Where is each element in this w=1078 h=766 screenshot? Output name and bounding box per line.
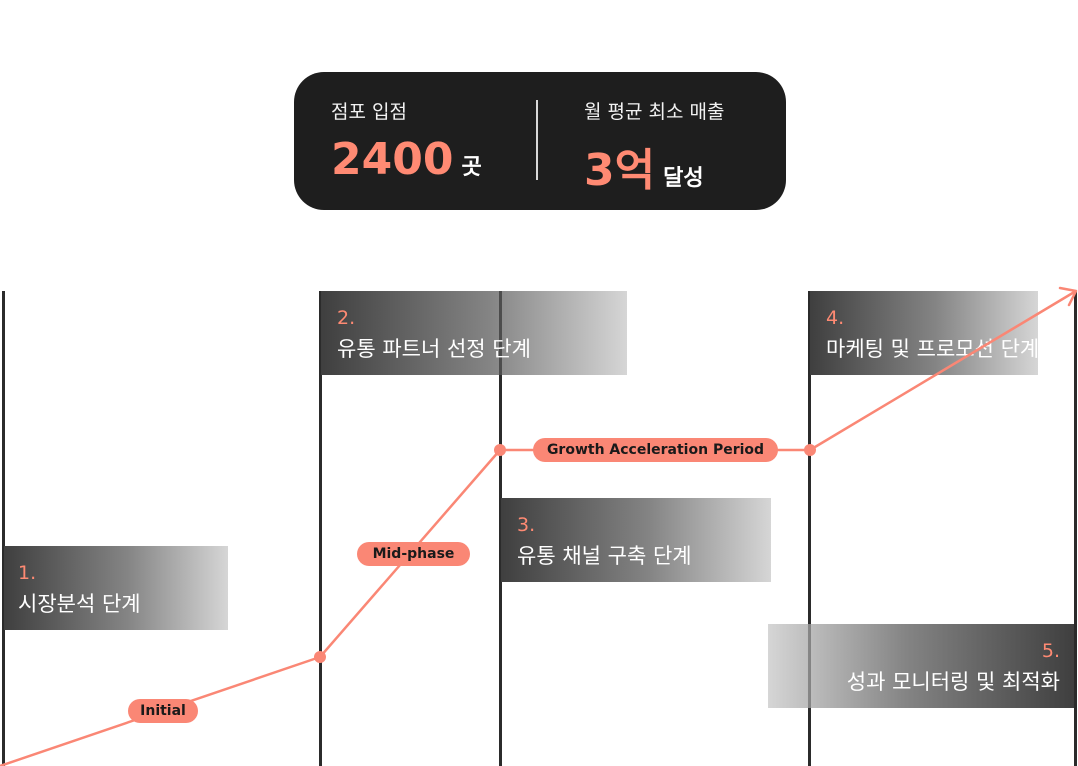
stage-title: 시장분석 단계 [18, 592, 141, 616]
stage-number: 4. [826, 307, 845, 329]
growth-node-1 [314, 651, 326, 663]
stage-line-3 [499, 291, 502, 766]
stats-divider [536, 100, 538, 180]
stage-line-4 [808, 291, 811, 766]
stage-number: 5. [1041, 640, 1060, 662]
stores-unit: 곳 [461, 155, 482, 180]
stores-value-row: 2400 곳 [331, 134, 482, 185]
stage-title: 마케팅 및 프로모션 단계 [826, 337, 1040, 361]
stage-line-2 [319, 291, 322, 766]
stage-number: 1. [18, 562, 37, 584]
stage-title: 유통 파트너 선정 단계 [337, 337, 531, 361]
sales-unit: 달성 [663, 166, 704, 191]
phase-tag-growth: Growth Acceleration Period [533, 438, 778, 462]
stores-label: 점포 입점 [331, 101, 407, 123]
growth-node-3 [804, 444, 816, 456]
stage-number: 2. [337, 307, 356, 329]
stage-box-4: 4. 마케팅 및 프로모션 단계 [810, 291, 1040, 375]
stage-line-1 [2, 291, 5, 766]
arrow-head-icon [1058, 286, 1078, 307]
stage-title: 유통 채널 구축 단계 [517, 544, 692, 568]
phase-tag-initial: Initial [128, 699, 198, 723]
growth-line [0, 289, 1077, 766]
sales-value-row: 3억 달성 [584, 134, 704, 198]
phase-tag-mid: Mid-phase [357, 542, 470, 566]
stage-box-3: 3. 유통 채널 구축 단계 [501, 498, 771, 582]
stores-value: 2400 [331, 134, 454, 185]
sales-label: 월 평균 최소 매출 [584, 101, 725, 123]
stats-card: 점포 입점 2400 곳 월 평균 최소 매출 3억 달성 [294, 72, 786, 210]
stage-box-5: 5. 성과 모니터링 및 최적화 [768, 624, 1074, 708]
sales-value: 3억 [584, 145, 656, 196]
stage-box-2: 2. 유통 파트너 선정 단계 [321, 291, 627, 375]
stage-number: 3. [517, 514, 536, 536]
growth-node-2 [494, 444, 506, 456]
stage-box-1: 1. 시장분석 단계 [4, 546, 228, 630]
stage-line-5 [1074, 291, 1077, 766]
stage-title: 성과 모니터링 및 최적화 [846, 670, 1060, 694]
